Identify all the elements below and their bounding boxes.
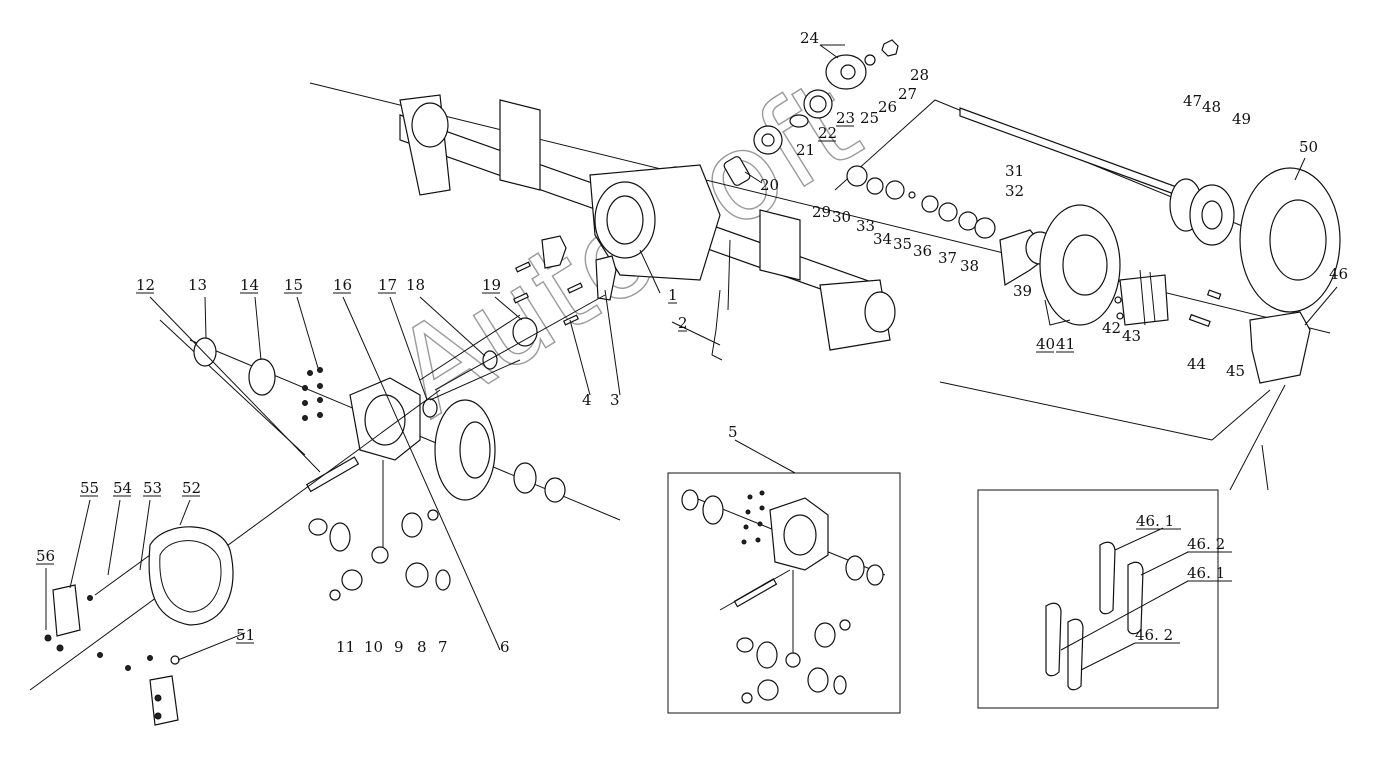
callout-27: 27 <box>898 85 917 103</box>
callout-39: 39 <box>1013 282 1032 300</box>
callout-17: 17 <box>378 276 397 294</box>
callout-49: 49 <box>1232 110 1251 128</box>
callout-22: 22 <box>818 124 837 142</box>
callout-6: 6 <box>500 638 510 656</box>
callout-10: 10 <box>364 638 383 656</box>
callout-53: 53 <box>143 479 162 497</box>
detail-labels: 46. 1 46. 2 46. 1 46. 2 <box>1135 512 1232 644</box>
callout-50: 50 <box>1299 138 1318 156</box>
callout-44: 44 <box>1187 355 1206 373</box>
callout-20: 20 <box>760 176 779 194</box>
callout-46-2-b: 46. 2 <box>1135 626 1173 644</box>
callout-9: 9 <box>394 638 404 656</box>
axle-shaft-wheel <box>939 107 1341 441</box>
callout-55: 55 <box>80 479 99 497</box>
callout-36: 36 <box>913 242 932 260</box>
callout-31: 31 <box>1005 162 1024 180</box>
callout-46-2-a: 46. 2 <box>1187 535 1225 553</box>
callout-28: 28 <box>910 66 929 84</box>
callout-13: 13 <box>188 276 207 294</box>
callout-32: 32 <box>1005 182 1024 200</box>
callout-46-1-b: 46. 1 <box>1187 564 1225 582</box>
callout-42: 42 <box>1102 319 1121 337</box>
callout-54: 54 <box>113 479 132 497</box>
callout-33: 33 <box>856 217 875 235</box>
callout-56: 56 <box>36 547 55 565</box>
callout-1: 1 <box>668 286 678 304</box>
callout-19: 19 <box>482 276 501 294</box>
brake-pad-inset <box>977 384 1286 709</box>
callout-11: 11 <box>336 638 355 656</box>
differential-group <box>159 235 621 601</box>
callout-45: 45 <box>1226 362 1245 380</box>
callout-35: 35 <box>893 235 912 253</box>
cover-group <box>29 389 441 726</box>
callout-7: 7 <box>438 638 448 656</box>
callout-24: 24 <box>800 29 819 47</box>
callout-26: 26 <box>878 98 897 116</box>
callout-43: 43 <box>1122 327 1141 345</box>
callout-25: 25 <box>860 109 879 127</box>
callout-8: 8 <box>417 638 427 656</box>
callout-46-1-a: 46. 1 <box>1136 512 1174 530</box>
callout-5: 5 <box>728 423 738 441</box>
callout-34: 34 <box>873 230 892 248</box>
callout-15: 15 <box>284 276 303 294</box>
callout-3: 3 <box>610 391 620 409</box>
callout-29: 29 <box>812 203 831 221</box>
callout-12: 12 <box>136 276 155 294</box>
callout-30: 30 <box>832 208 851 226</box>
callout-16: 16 <box>333 276 352 294</box>
hub-bearing-stack <box>834 99 1331 326</box>
callout-47: 47 <box>1183 92 1202 110</box>
callout-51: 51 <box>236 626 255 644</box>
callout-37: 37 <box>938 249 957 267</box>
pinion-stack <box>723 39 899 186</box>
callout-18: 18 <box>406 276 425 294</box>
callout-46: 46 <box>1329 265 1348 283</box>
callout-4: 4 <box>582 391 592 409</box>
callout-38: 38 <box>960 257 979 275</box>
leader-lines <box>45 157 1338 661</box>
callout-48: 48 <box>1202 98 1221 116</box>
callout-21: 21 <box>796 141 815 159</box>
callout-40: 40 <box>1036 335 1055 353</box>
callout-52: 52 <box>182 479 201 497</box>
bolt-array <box>302 261 583 421</box>
differential-inset <box>667 439 901 714</box>
callout-41: 41 <box>1056 335 1075 353</box>
callout-2: 2 <box>678 314 688 332</box>
callout-23: 23 <box>836 109 855 127</box>
callout-14: 14 <box>240 276 259 294</box>
axle-housing <box>399 94 896 361</box>
